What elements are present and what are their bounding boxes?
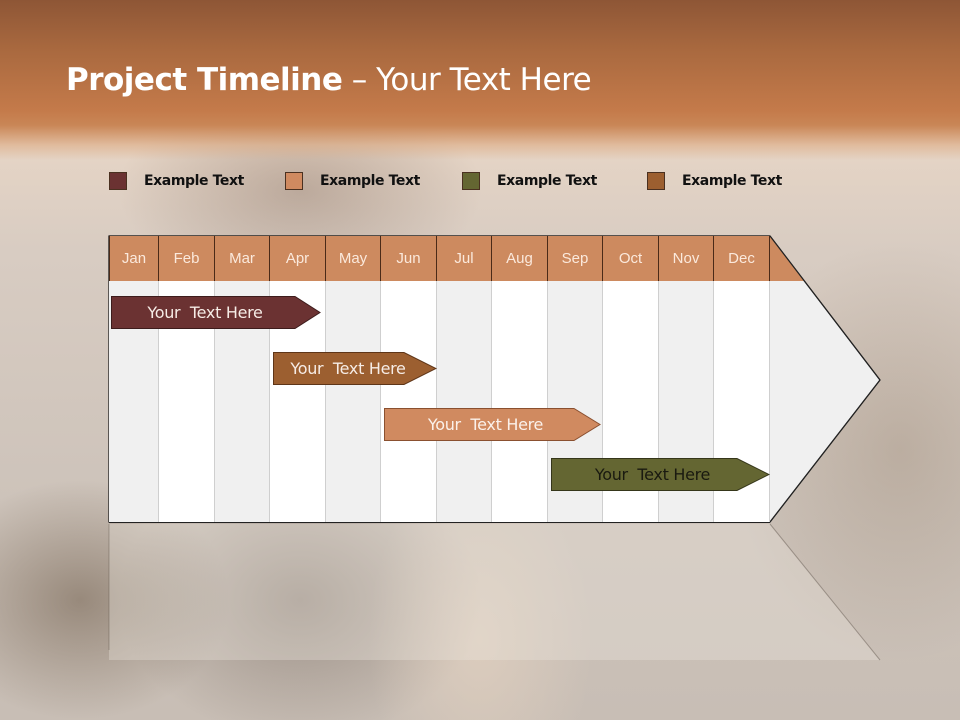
legend-label: Example Text <box>144 173 244 189</box>
month-apr: Apr <box>270 236 326 281</box>
month-feb: Feb <box>159 236 215 281</box>
task-bar-label: Your Text Here <box>594 465 711 484</box>
month-column <box>326 281 381 522</box>
month-column <box>492 281 548 522</box>
month-jan: Jan <box>109 236 159 281</box>
bar-arrow-shape <box>551 458 770 491</box>
task-bar-4[interactable]: Your Text Here <box>551 458 770 491</box>
legend-swatch <box>647 172 665 190</box>
bar-arrow-shape <box>273 352 437 385</box>
month-jul: Jul <box>437 236 492 281</box>
legend-label: Example Text <box>682 173 782 189</box>
title-band <box>0 0 960 160</box>
month-column <box>381 281 437 522</box>
legend-swatch <box>109 172 127 190</box>
slide-title: Project Timeline – Your Text Here <box>66 62 592 98</box>
month-oct: Oct <box>603 236 659 281</box>
legend-item-2: Example Text <box>285 170 420 192</box>
legend-swatch <box>285 172 303 190</box>
title-bold: Project Timeline <box>66 62 343 98</box>
month-jun: Jun <box>381 236 437 281</box>
month-header-row: Jan Feb Mar Apr May Jun Jul Aug Sep Oct … <box>109 236 770 281</box>
month-mar: Mar <box>215 236 270 281</box>
month-may: May <box>326 236 381 281</box>
title-subtitle: – Your Text Here <box>342 62 592 98</box>
legend-item-1: Example Text <box>109 170 244 192</box>
legend-item-4: Example Text <box>647 170 782 192</box>
bar-arrow-shape <box>111 296 321 329</box>
task-bar-label: Your Text Here <box>147 303 263 322</box>
legend-label: Example Text <box>320 173 420 189</box>
month-aug: Aug <box>492 236 548 281</box>
legend-label: Example Text <box>497 173 597 189</box>
task-bar-label: Your Text Here <box>290 359 406 378</box>
task-bar-2[interactable]: Your Text Here <box>273 352 437 385</box>
task-bar-3[interactable]: Your Text Here <box>384 408 601 441</box>
month-dec: Dec <box>714 236 770 281</box>
month-nov: Nov <box>659 236 714 281</box>
month-sep: Sep <box>548 236 603 281</box>
legend-swatch <box>462 172 480 190</box>
month-column <box>437 281 492 522</box>
task-bar-1[interactable]: Your Text Here <box>111 296 321 329</box>
legend-item-3: Example Text <box>462 170 597 192</box>
bar-arrow-shape <box>384 408 601 441</box>
task-bar-label: Your Text Here <box>427 415 544 434</box>
